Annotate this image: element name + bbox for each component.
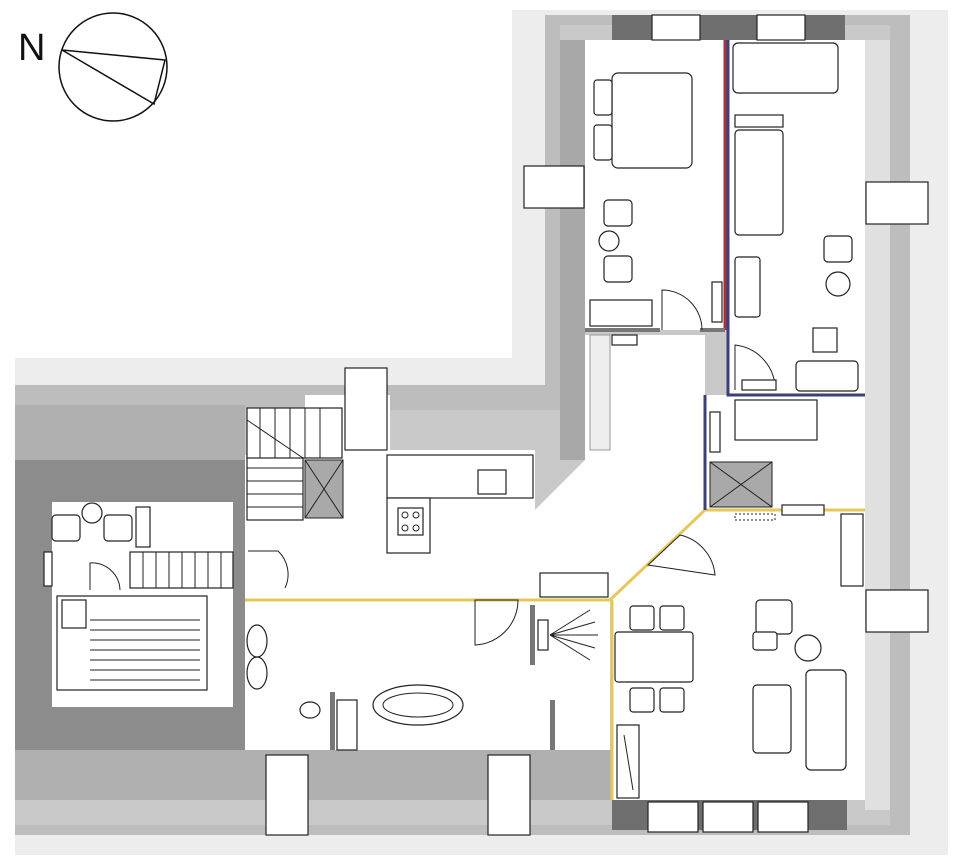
single-bed <box>734 129 784 236</box>
kitchen-counter <box>386 454 534 499</box>
north-label: N <box>18 27 45 69</box>
sofa <box>805 669 847 771</box>
bathtub <box>372 684 464 726</box>
bathroom <box>245 600 610 750</box>
living-room <box>612 510 865 800</box>
double-bed <box>611 72 693 169</box>
north-compass: N <box>18 12 168 122</box>
windows <box>265 14 929 836</box>
single-bed <box>732 42 839 94</box>
stairs <box>246 454 304 521</box>
furniture <box>43 42 864 799</box>
dining-table <box>614 631 694 683</box>
doors <box>89 281 777 646</box>
